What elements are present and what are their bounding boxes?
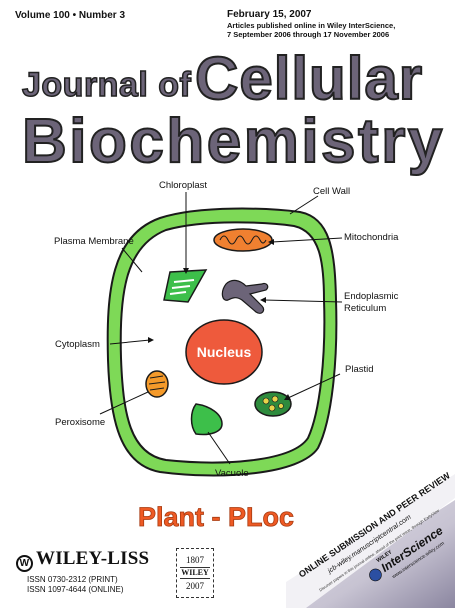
issn-block: ISSN 0730-2312 (PRINT) ISSN 1097-4644 (O… xyxy=(27,575,124,595)
endoplasmic-reticulum-leader xyxy=(263,299,343,303)
plastid-arrowhead xyxy=(284,394,291,400)
cytoplasm-arrowhead xyxy=(148,337,154,343)
peroxisome-stripe xyxy=(149,375,164,379)
plastid-body xyxy=(254,391,292,417)
peroxisome xyxy=(145,370,169,398)
chloroplast-thylakoid xyxy=(173,279,195,283)
plastid-granule xyxy=(268,404,276,412)
mitochondria-arrowhead xyxy=(268,239,274,245)
plastid xyxy=(254,391,292,417)
label-cell-wall: Cell Wall xyxy=(313,186,350,197)
interscience-logo-icon xyxy=(369,568,382,582)
publication-note-line-1: Articles published online in Wiley Inter… xyxy=(227,21,396,30)
label-endoplasmic-reticulum-1: Endoplasmic xyxy=(344,291,399,302)
leader-arrowheads xyxy=(148,239,291,400)
label-plastid: Plastid xyxy=(345,364,374,375)
wiley-emblem-icon: W xyxy=(16,555,33,572)
vacuole-leader xyxy=(207,431,231,465)
plasma-membrane-leader xyxy=(121,247,143,273)
label-cytoplasm: Cytoplasm xyxy=(55,339,100,350)
bicentennial-badge: 1807 WILEY 2007 xyxy=(176,548,214,598)
plant-cell-diagram: Nucleus Chloroplast Cell Wall xyxy=(54,180,399,479)
nucleus-label: Nucleus xyxy=(197,344,252,360)
vacuole xyxy=(190,403,223,436)
chloroplast-thylakoid xyxy=(171,285,191,289)
chloroplast-thylakoid xyxy=(169,291,187,295)
journal-title-line-2: Biochemistry xyxy=(21,106,445,177)
label-peroxisome: Peroxisome xyxy=(55,417,105,428)
peroxisome-stripe xyxy=(149,387,165,391)
publication-note-line-2: 7 September 2006 through 17 November 200… xyxy=(227,30,390,39)
label-endoplasmic-reticulum-2: Reticulum xyxy=(344,303,386,314)
leader-lines xyxy=(99,192,343,465)
nucleus xyxy=(185,319,263,385)
bicentennial-year-end: 2007 xyxy=(186,581,204,591)
issn-print: ISSN 0730-2312 (PRINT) xyxy=(27,575,118,584)
bicentennial-wiley: WILEY xyxy=(180,567,210,579)
plastid-granule xyxy=(271,395,279,403)
peroxisome-leader xyxy=(99,391,149,415)
endoplasmic-reticulum xyxy=(221,279,269,314)
journal-title-line-1: Journal of Cellular xyxy=(21,44,442,113)
endoplasmic-reticulum-arrowhead xyxy=(260,297,266,303)
issn-online: ISSN 1097-4644 (ONLINE) xyxy=(27,585,124,594)
plastid-granule xyxy=(262,397,270,405)
label-plasma-membrane: Plasma Membrane xyxy=(54,236,134,247)
cytoplasm-leader xyxy=(109,339,151,345)
journal-title-part-2: Cellular xyxy=(194,44,424,113)
label-mitochondria: Mitochondria xyxy=(344,232,399,243)
journal-title-part-1: Journal of xyxy=(21,65,192,105)
subtitle-plant-ploc: Plant - PLoc xyxy=(138,502,295,533)
label-chloroplast: Chloroplast xyxy=(159,180,207,191)
chloroplast-arrowhead xyxy=(183,268,189,274)
label-vacuole: Vacuole xyxy=(215,468,249,479)
publisher-name: WILEY-LISS xyxy=(36,548,150,569)
diagram-labels: Chloroplast Cell Wall Plasma Membrane Mi… xyxy=(54,180,399,479)
chloroplast xyxy=(163,269,208,303)
plastid-leader xyxy=(287,373,341,399)
plastid-granule xyxy=(278,403,284,409)
mitochondria-cristae xyxy=(219,235,267,245)
bicentennial-year-start: 1807 xyxy=(186,555,204,565)
volume-number: Volume 100 • Number 3 xyxy=(15,10,126,21)
publication-note: Articles published online in Wiley Inter… xyxy=(227,21,395,39)
peroxisome-stripe xyxy=(148,381,166,385)
issue-date: February 15, 2007 xyxy=(227,9,312,20)
banner-upper-band xyxy=(286,474,455,608)
mitochondria-leader xyxy=(271,237,343,243)
cell-wall-leader xyxy=(289,195,319,215)
